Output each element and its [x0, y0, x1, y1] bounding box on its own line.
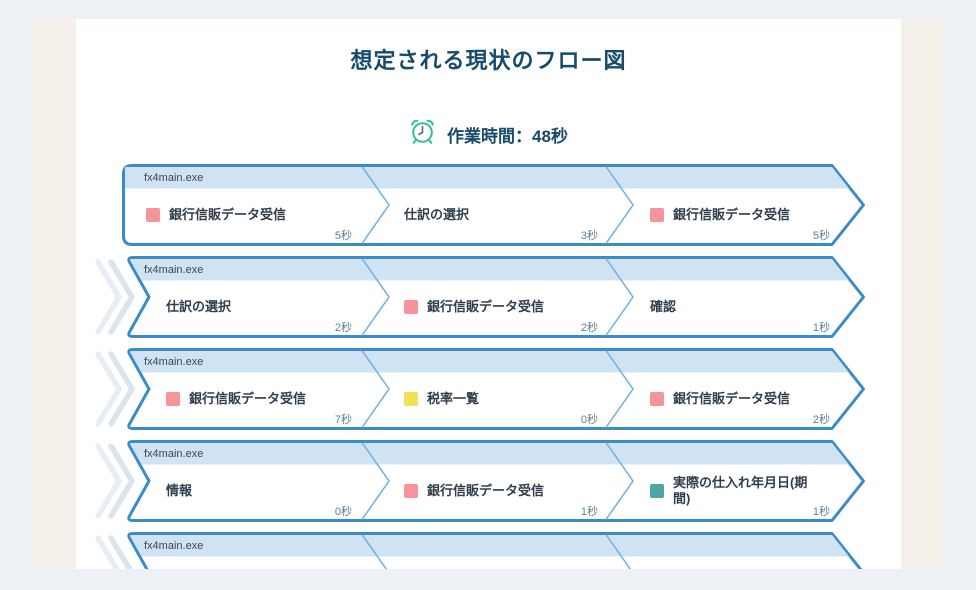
- flow-report-card: 想定される現状のフロー図 作業時間：48秒 fx4main.e: [76, 19, 901, 569]
- chevron-banner-shape: [127, 532, 862, 569]
- double-chevron-right-icon: [95, 351, 135, 428]
- flow-step: 情報: [166, 466, 352, 516]
- step-duration: 5秒: [334, 230, 352, 243]
- step-duration: 1秒: [812, 322, 830, 335]
- alarm-clock-icon: [409, 118, 436, 150]
- step-label: 仕訳の選択: [166, 298, 232, 314]
- step-label: 銀行信販データ受信: [189, 390, 307, 406]
- step-duration: 5秒: [812, 230, 830, 243]
- step-duration: 1秒: [812, 506, 830, 519]
- flow-row: fx4main.exe 情報 銀行信販データ受信 実際の仕入れ年月日(期間) 0…: [95, 440, 866, 523]
- flow-step: [650, 558, 808, 569]
- flow-step: [404, 558, 592, 569]
- flow-row: fx4main.exe: [95, 532, 866, 569]
- category-marker: [404, 392, 418, 407]
- step-label: 銀行信販データ受信: [427, 482, 545, 498]
- flow-row: fx4main.exe 銀行信販データ受信 税率一覧 銀行信販データ受信 7秒 …: [95, 348, 866, 431]
- flow-step: 実際の仕入れ年月日(期間): [650, 466, 808, 516]
- flow-row: fx4main.exe 銀行信販データ受信 仕訳の選択 銀行信販データ受信 5秒…: [122, 164, 866, 247]
- category-marker: [404, 300, 418, 315]
- app-name-label: fx4main.exe: [144, 448, 204, 461]
- flow-step: 銀行信販データ受信: [166, 374, 352, 424]
- app-name-label: fx4main.exe: [144, 264, 204, 277]
- flow-step: 銀行信販データ受信: [650, 374, 808, 424]
- step-duration: 2秒: [334, 322, 352, 335]
- step-label: 情報: [166, 482, 193, 498]
- category-marker: [650, 392, 664, 407]
- step-duration: 3秒: [580, 230, 598, 243]
- step-duration: 0秒: [334, 506, 352, 519]
- category-marker: [650, 484, 664, 499]
- flow-step: 銀行信販データ受信: [650, 190, 808, 240]
- step-label: 銀行信販データ受信: [427, 298, 545, 314]
- step-label: 確認: [650, 298, 677, 314]
- chevron-banner-shape: [127, 256, 865, 339]
- flow-step: 確認: [650, 282, 808, 332]
- page-title: 想定される現状のフロー図: [350, 48, 627, 73]
- worktime-label: 作業時間：48秒: [447, 126, 568, 146]
- category-marker: [166, 392, 180, 407]
- step-duration: 0秒: [580, 414, 598, 427]
- category-marker: [404, 484, 418, 499]
- step-label: 銀行信販データ受信: [673, 390, 791, 406]
- step-label: 税率一覧: [427, 390, 480, 406]
- app-name-label: fx4main.exe: [144, 540, 204, 553]
- double-chevron-right-icon: [95, 443, 135, 520]
- step-duration: 2秒: [812, 414, 830, 427]
- app-name-label: fx4main.exe: [144, 356, 204, 369]
- step-duration: 2秒: [580, 322, 598, 335]
- worktime-summary: 作業時間：48秒: [76, 118, 901, 150]
- chevron-banner-shape: [127, 348, 865, 431]
- step-label: 仕訳の選択: [404, 206, 470, 222]
- chevron-banner-shape: [127, 440, 865, 523]
- app-name-label: fx4main.exe: [144, 172, 204, 185]
- flow-diagram: fx4main.exe 銀行信販データ受信 仕訳の選択 銀行信販データ受信 5秒…: [76, 164, 901, 569]
- flow-row: fx4main.exe 仕訳の選択 銀行信販データ受信 確認 2秒 2秒 1秒: [95, 256, 866, 339]
- step-label: 銀行信販データ受信: [673, 206, 791, 222]
- category-marker: [146, 208, 160, 223]
- step-duration: 1秒: [580, 506, 598, 519]
- flow-step: 銀行信販データ受信: [404, 282, 592, 332]
- double-chevron-right-icon: [95, 259, 135, 336]
- flow-step: 税率一覧: [404, 374, 592, 424]
- flow-step: 銀行信販データ受信: [146, 190, 346, 240]
- flow-step: 仕訳の選択: [404, 190, 592, 240]
- flow-step: 仕訳の選択: [166, 282, 352, 332]
- flow-step: 銀行信販データ受信: [404, 466, 592, 516]
- chevron-banner-shape: [122, 164, 865, 247]
- category-marker: [650, 208, 664, 223]
- step-label: 実際の仕入れ年月日(期間): [673, 474, 808, 507]
- double-chevron-right-icon: [95, 535, 133, 569]
- flow-step: [166, 558, 352, 569]
- step-label: 銀行信販データ受信: [169, 206, 287, 222]
- step-duration: 7秒: [334, 414, 352, 427]
